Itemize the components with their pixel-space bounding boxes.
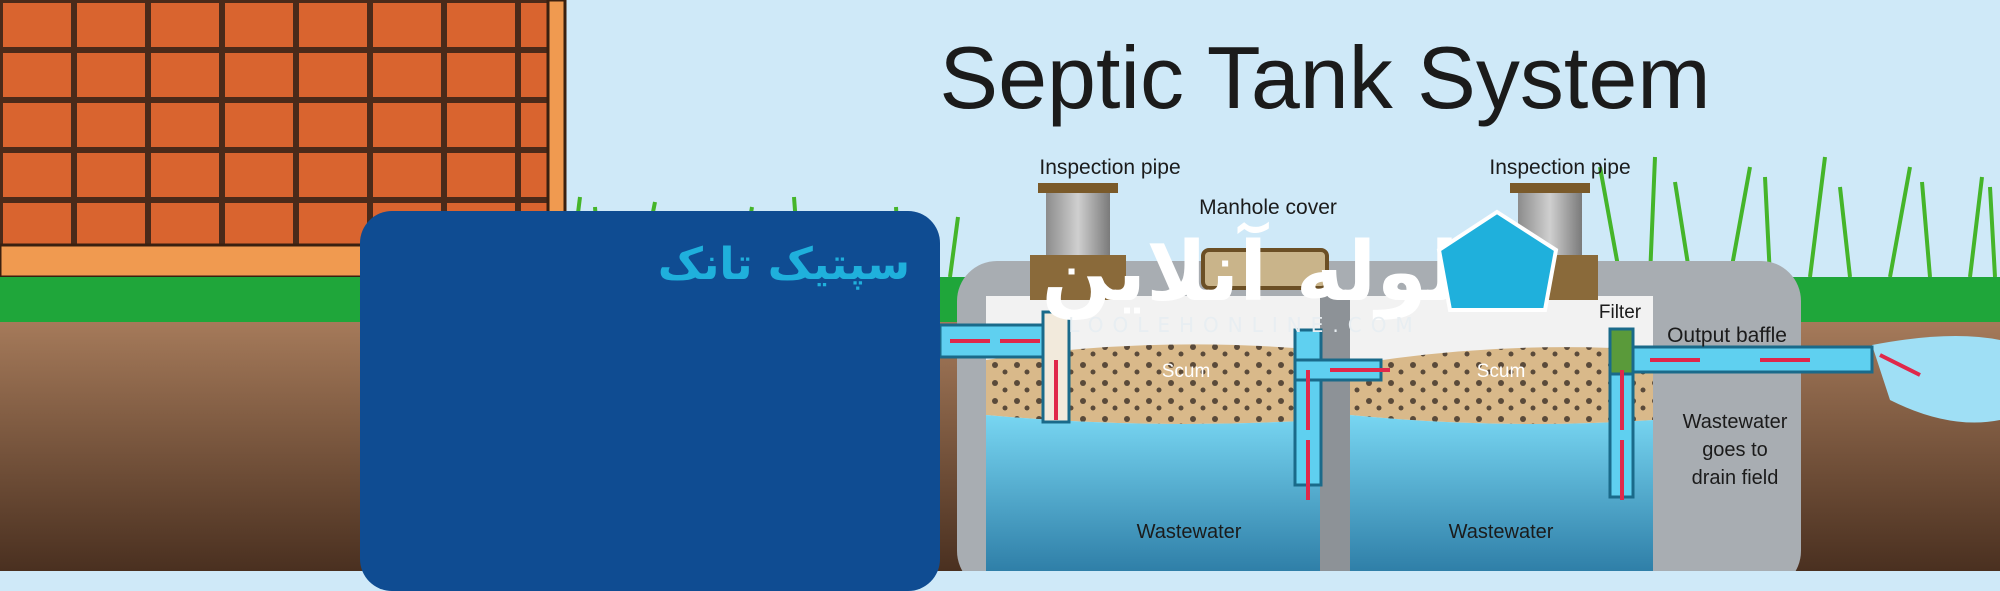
label-output-baffle: Output baffle (1667, 324, 1787, 347)
manhole-cover (1201, 248, 1329, 290)
card-title: سپتیک تانک (657, 239, 910, 290)
label-scum-2: Scum (1477, 361, 1526, 382)
logo: لوله آنلاین LOOLEHONLINE.COM (1041, 209, 1559, 337)
label-inspection-pipe-1: Inspection pipe (1039, 156, 1180, 179)
logo-domain: LOOLEHONLINE.COM (1068, 313, 1421, 337)
diagram-title: Septic Tank System (939, 28, 1710, 127)
label-filter: Filter (1599, 302, 1642, 323)
logo-name: لوله آنلاین (1041, 221, 1458, 320)
drain-field (1872, 336, 2000, 423)
label-wastewater-2: Wastewater (1449, 521, 1554, 543)
flow-arrows (950, 339, 1921, 500)
label-wastewater-1: Wastewater (1137, 521, 1242, 543)
info-card: سپتیک تانک (360, 211, 940, 591)
label-drain-1: Wastewater (1683, 411, 1788, 433)
label-manhole-cover: Manhole cover (1199, 196, 1337, 219)
label-scum-1: Scum (1162, 361, 1211, 382)
inspection-pipe-1 (1030, 183, 1126, 300)
septic-diagram: Septic Tank System Inspection pipe Manho… (0, 0, 2000, 571)
logo-emblem-icon (1436, 209, 1559, 312)
label-drain-2: goes to (1702, 439, 1768, 461)
label-inspection-pipe-2: Inspection pipe (1489, 156, 1630, 179)
label-drain-3: drain field (1692, 467, 1779, 489)
